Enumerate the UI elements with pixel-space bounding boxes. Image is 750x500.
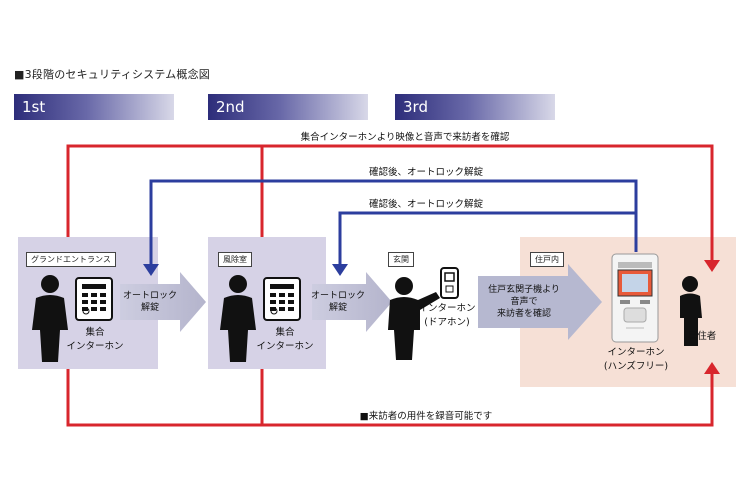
autolock-arrow-2 <box>312 272 392 332</box>
blue-line-2 <box>338 211 636 266</box>
blue-arrowhead-1 <box>143 264 159 276</box>
autolock-label-2: オートロック解錠 <box>310 291 365 313</box>
caption-bottom-red: ■来訪者の用件を録音可能です <box>316 410 536 423</box>
intercom-label-2: 集合インターホン <box>256 327 314 352</box>
intercom-panel-1 <box>75 277 113 321</box>
resident-label: 居住者 <box>687 331 717 342</box>
caption-blue-2: 確認後、オートロック解錠 <box>356 198 496 211</box>
page-title: ■3段階のセキュリティシステム概念図 <box>14 68 211 81</box>
stage-tab-3rd: 3rd <box>395 94 555 120</box>
sub-unit-arrow <box>478 264 602 340</box>
zone-label-residence: 住戸内 <box>530 252 564 267</box>
intercom-panel-2 <box>263 277 301 321</box>
caption-blue-1: 確認後、オートロック解錠 <box>356 166 496 179</box>
blue-line-1 <box>149 179 638 266</box>
red-top-line <box>66 144 714 262</box>
red-top-arrowhead <box>704 260 720 272</box>
stage-tab-1st: 1st <box>14 94 174 120</box>
handsfree-monitor <box>611 253 659 343</box>
handsfree-label: インターホン(ハンズフリー) <box>603 347 669 372</box>
visitor-figure-3 <box>388 277 440 360</box>
stage-tab-2nd: 2nd <box>208 94 368 120</box>
intercom-label-1: 集合インターホン <box>66 327 124 352</box>
caption-top-red: 集合インターホンより映像と音声で来訪者を確認 <box>240 131 570 144</box>
door-phone-label: インターホン(ドアホン) <box>418 303 476 328</box>
resident-figure <box>680 276 702 346</box>
red-bottom-line <box>66 369 714 427</box>
zone-label-windbreak-room: 風除室 <box>218 252 252 267</box>
visitor-figure-1 <box>32 275 68 362</box>
autolock-label-1: オートロック解錠 <box>122 291 177 313</box>
zone-label-entrance: 玄関 <box>388 252 414 267</box>
red-bottom-arrowhead <box>704 362 720 374</box>
autolock-arrow-1 <box>120 272 206 332</box>
blue-arrowhead-2 <box>332 264 348 276</box>
zone-label-grand-entrance: グランドエントランス <box>26 252 116 267</box>
door-phone-device <box>440 267 459 299</box>
sub-unit-label: 住戸玄関子機より音声で来訪者を確認 <box>488 285 560 319</box>
visitor-figure-2 <box>220 275 256 362</box>
